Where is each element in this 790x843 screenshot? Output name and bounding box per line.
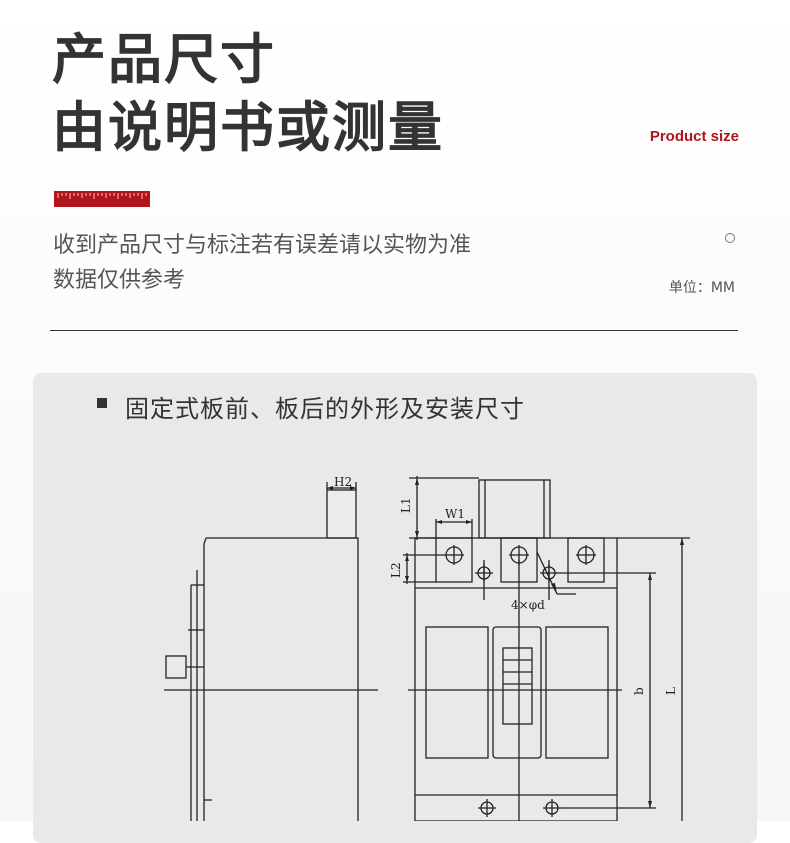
notice-line2: 数据仅供参考 [53, 268, 186, 293]
breaker-dimension-drawing: H2 L1 W1 L2 4×φd b L [164, 475, 690, 821]
b-dimension [556, 572, 656, 809]
unit-label: 单位：MM [668, 280, 735, 296]
section-title: 固定式板前、板后的外形及安装尺寸 [125, 395, 525, 423]
divider [50, 330, 738, 331]
english-subtitle: Product size [649, 128, 739, 145]
bullet-square-icon [97, 398, 107, 408]
l-label: L [664, 687, 678, 695]
l-dimension [617, 537, 690, 821]
notice-text: 收到产品尺寸与标注若有误差请以实物为准 数据仅供参考 [53, 228, 593, 298]
ruler-icon [54, 191, 150, 207]
l2-dimension [403, 553, 444, 584]
page-title-line2: 由说明书或测量 [52, 96, 444, 159]
notice-line1: 收到产品尺寸与标注若有误差请以实物为准 [53, 233, 472, 258]
diagram-panel [33, 373, 757, 843]
side-view [164, 489, 378, 821]
l2-label: L2 [389, 562, 403, 578]
l1-dimension [409, 476, 479, 540]
front-view [408, 479, 622, 821]
h2-label: H2 [334, 475, 352, 489]
circle-icon [725, 233, 735, 243]
b-label: b [632, 687, 646, 695]
hole-spec-label: 4×φd [511, 598, 545, 612]
page-title-line1: 产品尺寸 [52, 28, 276, 91]
l1-label: L1 [399, 497, 413, 513]
w1-label: W1 [445, 507, 465, 521]
